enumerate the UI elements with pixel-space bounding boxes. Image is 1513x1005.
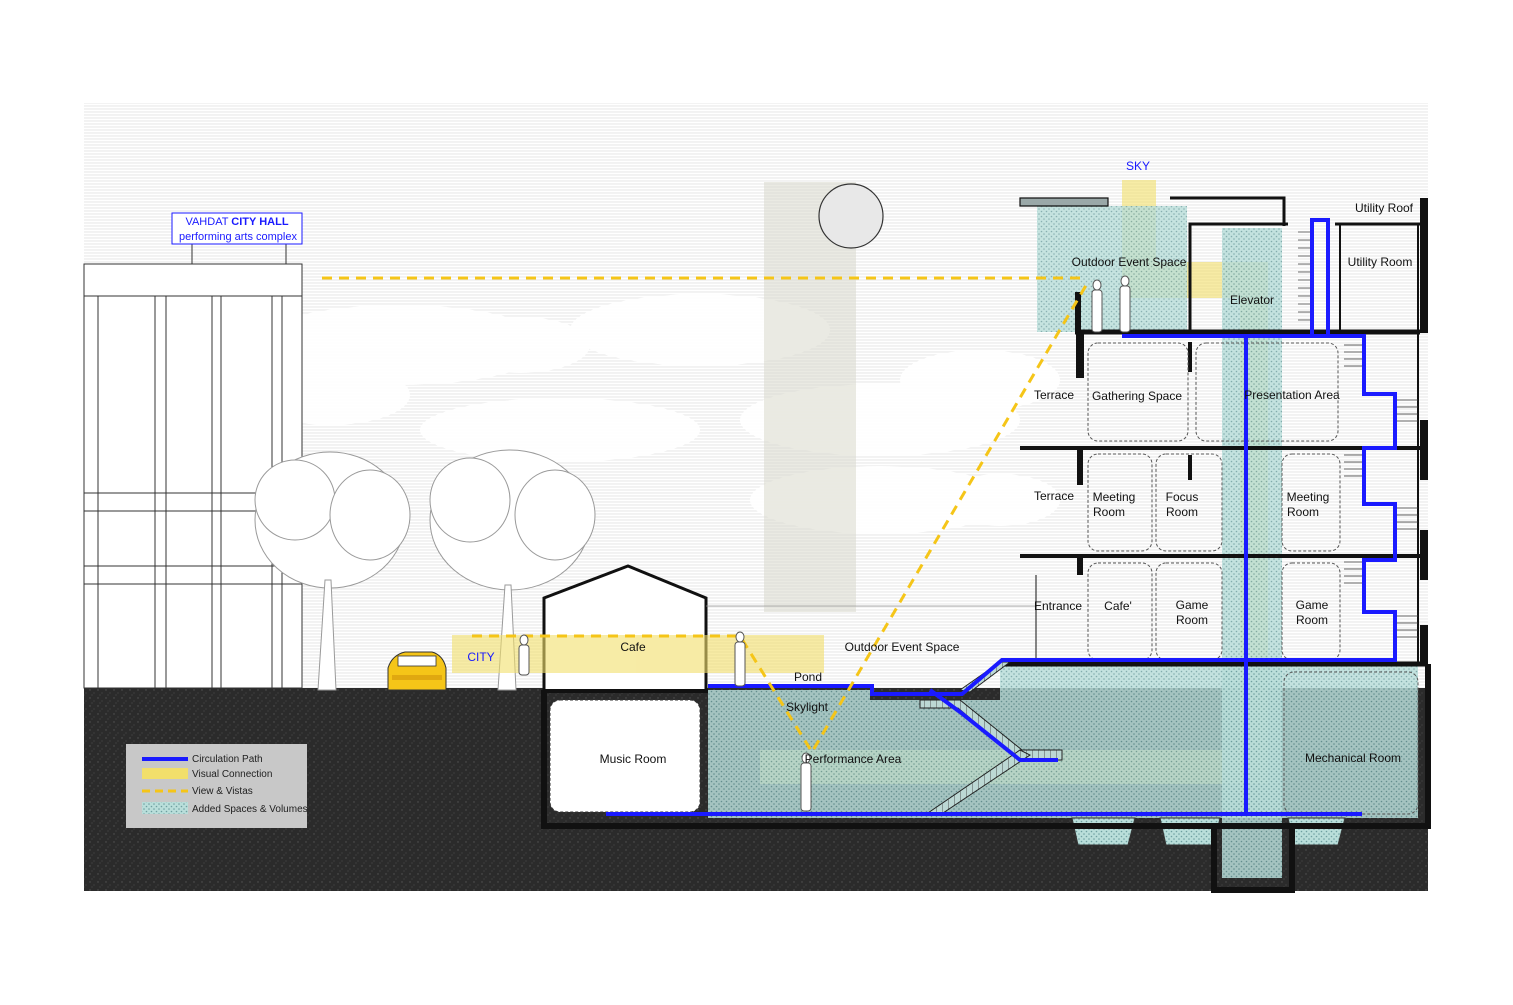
people <box>518 275 1131 812</box>
label-performance-area: Performance Area <box>805 752 902 766</box>
sign-line1: VAHDAT CITY HALL <box>185 216 288 228</box>
label-outdoor-event-space-ground: Outdoor Event Space <box>845 640 960 654</box>
city-hall-building <box>83 244 303 689</box>
label-game-room-right-2: Room <box>1296 613 1328 627</box>
label-utility-roof: Utility Roof <box>1355 201 1414 215</box>
label-presentation-area: Presentation Area <box>1244 388 1340 402</box>
label-gathering-space: Gathering Space <box>1092 389 1182 403</box>
label-focus-room-1: Focus <box>1166 490 1199 504</box>
label-focus-room-2: Room <box>1166 505 1198 519</box>
label-game-room-left-1: Game <box>1176 598 1209 612</box>
label-meeting-room-right-1: Meeting <box>1287 490 1330 504</box>
label-terrace-middle: Terrace <box>1034 489 1074 503</box>
circulation-paths <box>606 218 1397 816</box>
room-outlines <box>549 342 1419 815</box>
label-outdoor-event-space-roof: Outdoor Event Space <box>1072 255 1187 269</box>
label-pond: Pond <box>794 670 822 684</box>
city-hall-sign <box>171 212 303 245</box>
label-entrance: Entrance <box>1034 599 1082 613</box>
balcony-hatching <box>1298 231 1418 638</box>
label-utility-room: Utility Room <box>1348 255 1413 269</box>
sun <box>818 183 884 249</box>
trees <box>254 449 596 691</box>
label-elevator: Elevator <box>1230 293 1274 307</box>
label-mechanical-room: Mechanical Room <box>1305 751 1401 765</box>
label-sky: SKY <box>1126 159 1150 173</box>
view-vistas <box>322 276 1090 755</box>
light-beam <box>764 182 856 612</box>
label-music-room: Music Room <box>600 752 667 766</box>
sign-line2: performing arts complex <box>179 231 297 243</box>
label-skylight: Skylight <box>786 700 829 714</box>
main-building-structure <box>541 196 1431 893</box>
car-icon <box>387 651 447 691</box>
legend: Circulation Path Visual Connection View … <box>126 744 308 828</box>
label-cafe: Cafe <box>620 640 646 654</box>
legend-view-label: View & Vistas <box>192 786 253 797</box>
label-city: CITY <box>467 650 494 664</box>
legend-visual-label: Visual Connection <box>192 769 272 780</box>
label-terrace-upper: Terrace <box>1034 388 1074 402</box>
legend-added-label: Added Spaces & Volumes <box>192 804 308 815</box>
legend-visual-swatch <box>142 768 188 779</box>
label-cafe-upper: Cafe' <box>1104 599 1132 613</box>
legend-circulation-label: Circulation Path <box>192 754 263 765</box>
label-meeting-room-left-1: Meeting <box>1093 490 1136 504</box>
label-meeting-room-right-2: Room <box>1287 505 1319 519</box>
legend-added-swatch <box>142 802 188 814</box>
label-game-room-right-1: Game <box>1296 598 1329 612</box>
label-meeting-room-left-2: Room <box>1093 505 1125 519</box>
label-game-room-left-2: Room <box>1176 613 1208 627</box>
